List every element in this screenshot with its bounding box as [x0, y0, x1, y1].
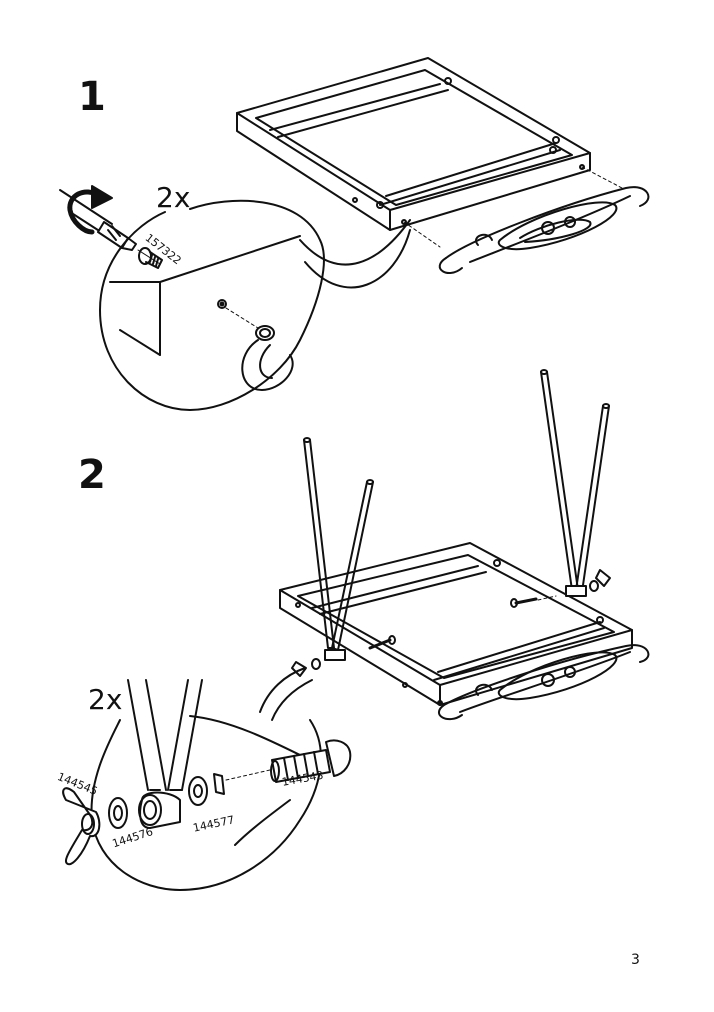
screwdriver-icon: [60, 190, 136, 250]
step1-tabletop: [237, 58, 590, 230]
step2-small-fasteners: [292, 570, 610, 676]
step1-decorative-frame: [440, 187, 649, 273]
step1-detail-callout: [100, 201, 410, 410]
step2-quantity: 2x: [88, 683, 123, 716]
wing-nut-144545-icon: [63, 788, 99, 864]
step1-number: 1: [78, 74, 106, 120]
page-number: 3: [631, 952, 640, 968]
step1-guide-lines: [404, 167, 622, 247]
step2-number: 2: [78, 452, 106, 498]
leg-right-icon: [541, 370, 609, 596]
step1-quantity: 2x: [156, 181, 191, 214]
step2-detail-callout: [92, 668, 321, 890]
leg-left-icon: [304, 438, 373, 660]
step2-decorative-frame: [439, 645, 648, 719]
step2-tabletop: [280, 543, 632, 705]
bolt-144543-icon: [271, 740, 350, 782]
bolt-157322-icon: [138, 248, 162, 268]
rotate-arrow-icon: [70, 186, 112, 232]
